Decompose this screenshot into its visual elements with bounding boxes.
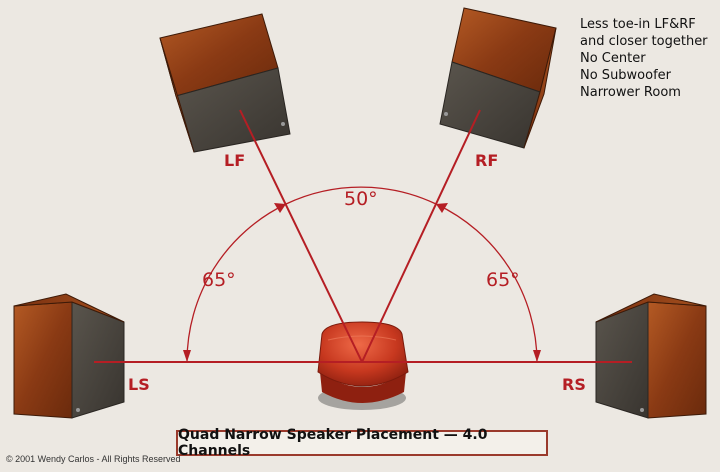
top-50-arc [285,186,437,205]
angle-arcs [186,186,538,363]
angle-right-label: 65° [486,269,520,291]
lf-label: LF [224,151,245,170]
rf-line [361,109,481,363]
note-line: Less toe-in LF&RF [580,17,696,32]
caption-box: Quad Narrow Speaker Placement — 4.0 Chan… [176,427,548,459]
rf-label: RF [475,151,498,170]
listener-chair [317,321,409,410]
copyright-text: © 2001 Wendy Carlos - All Rights Reserve… [6,454,181,464]
angle-left-label: 65° [202,269,236,291]
rs-label: RS [562,375,586,394]
note-line: and closer together [580,34,708,49]
lf-line [239,109,363,363]
caption-text: Quad Narrow Speaker Placement — 4.0 Chan… [178,427,488,459]
arrowheads [183,203,541,362]
angle-top-label: 50° [344,188,378,210]
listening-lines [94,109,632,363]
note-line: No Subwoofer [580,68,672,83]
note-line: No Center [580,51,646,66]
note-line: Narrower Room [580,85,681,100]
lf-speaker [159,13,291,153]
rs-speaker [595,293,707,419]
left-65-arc [186,203,287,363]
right-65-arc [435,203,538,363]
rf-speaker [439,7,557,149]
placement-notes: Less toe-in LF&RF and closer together No… [580,16,708,101]
ls-speaker [13,293,125,419]
ls-label: LS [128,375,150,394]
